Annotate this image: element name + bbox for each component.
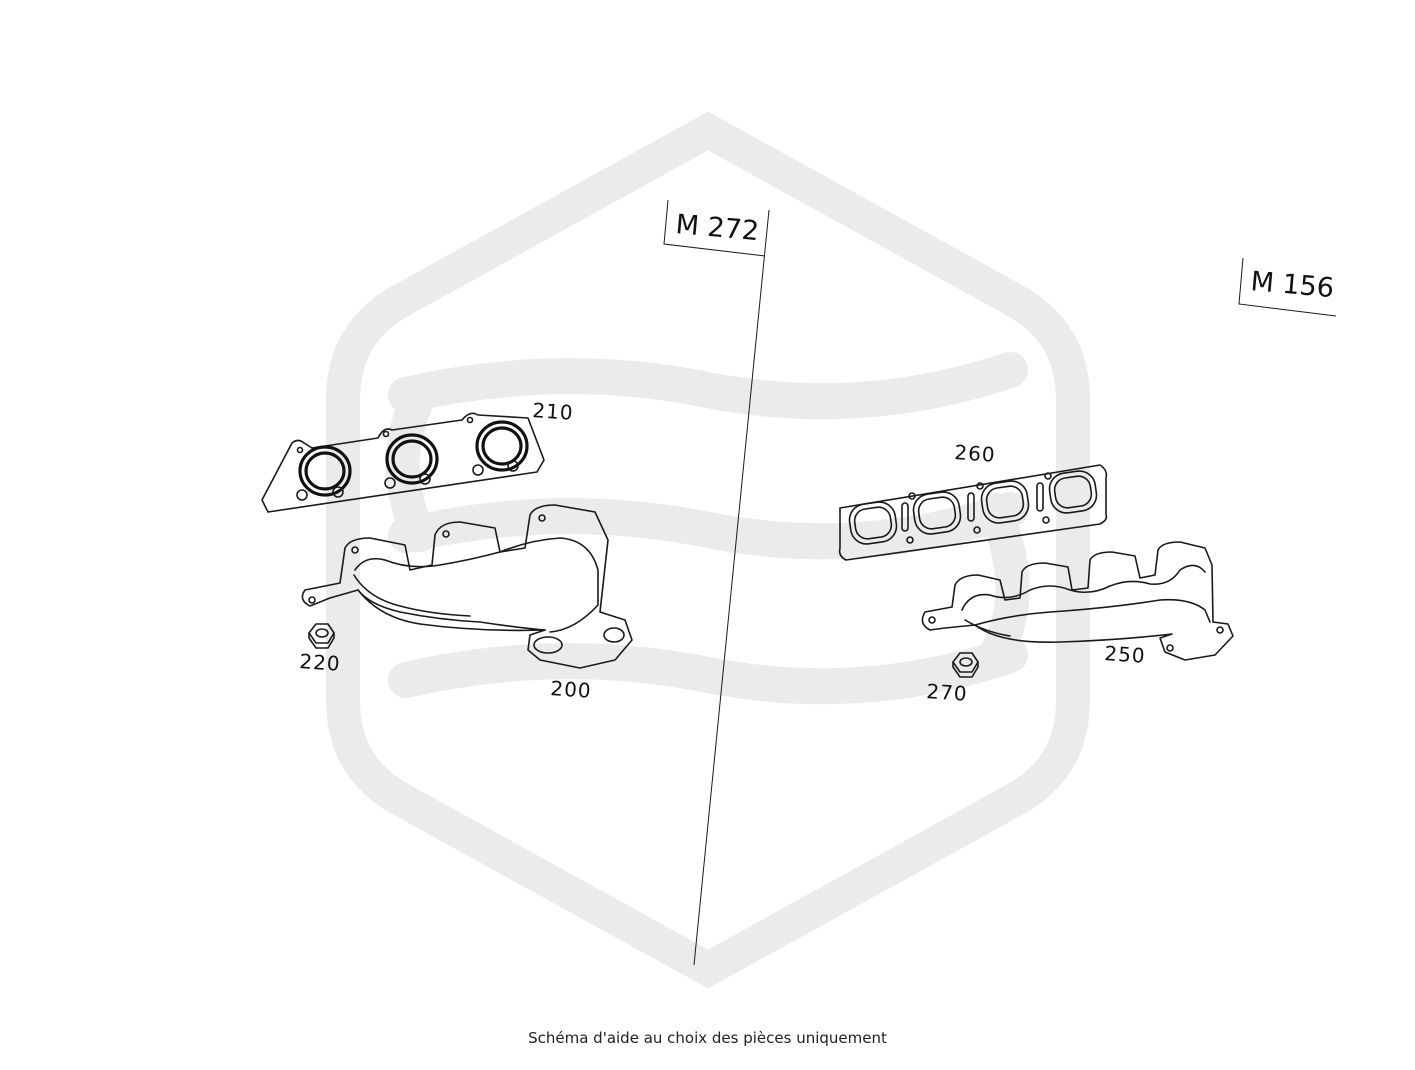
nut-270[interactable] [952,652,979,678]
watermark-logo [326,111,1090,989]
callout-200: 200 [550,676,593,703]
gasket-210[interactable] [261,412,545,513]
engine-m156-label: M 156 [1249,266,1335,304]
divider-line [693,209,770,966]
nut-220[interactable] [308,623,335,649]
exhaust-manifold-200[interactable] [301,504,633,669]
engine-label-right: M 156 [1238,257,1337,317]
callout-250: 250 [1104,641,1147,668]
callout-260: 260 [954,440,997,467]
callout-220: 220 [299,649,342,676]
disclaimer-caption: Schéma d'aide au choix des pièces unique… [528,1029,887,1047]
callout-270: 270 [926,679,969,706]
engine-m272-label: M 272 [674,209,760,247]
exhaust-manifold-250[interactable] [921,541,1234,661]
callout-210: 210 [532,398,575,425]
gasket-260[interactable] [838,464,1108,561]
engine-label-left: M 272 [663,199,766,257]
